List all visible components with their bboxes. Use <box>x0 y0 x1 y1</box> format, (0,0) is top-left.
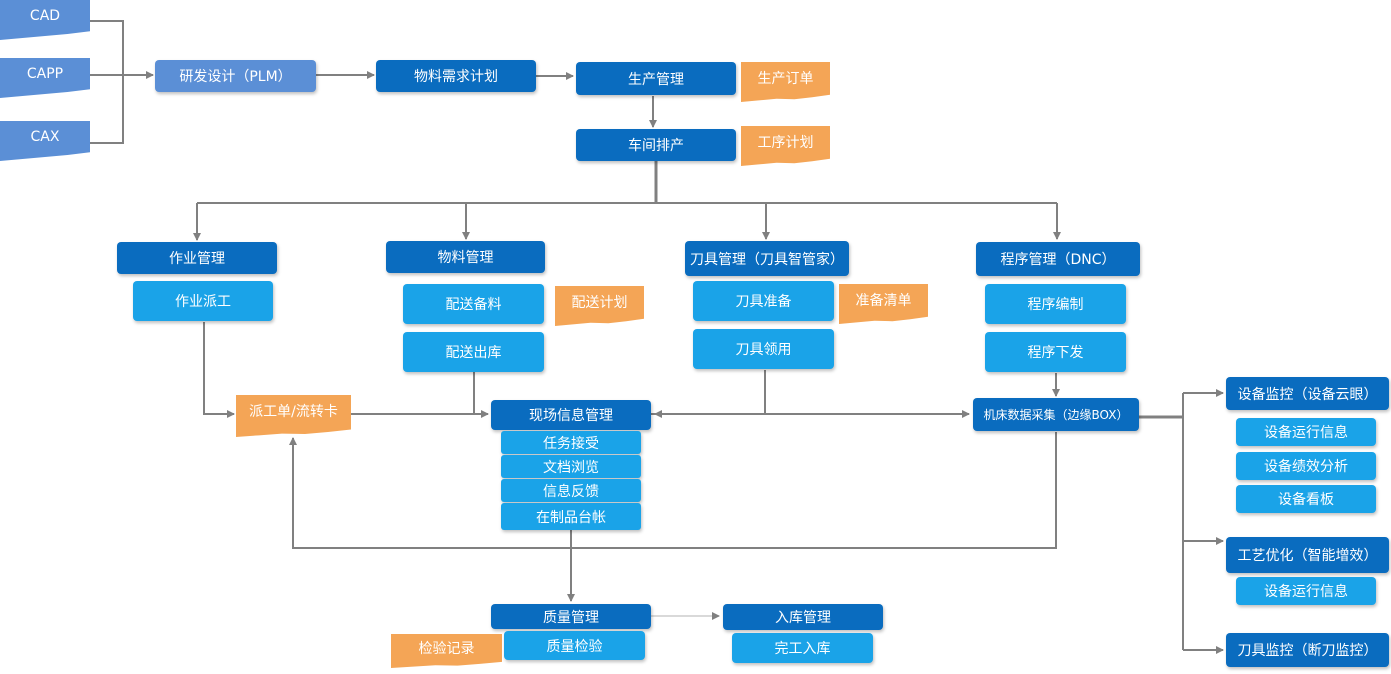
tool-prep-item: 刀具准备 <box>693 281 834 321</box>
program-release-label: 程序下发 <box>1027 345 1084 361</box>
site-doc-item: 文档浏览 <box>501 455 641 478</box>
equipment-run-label: 设备运行信息 <box>1264 425 1348 441</box>
inspection-record-doc: 检验记录 <box>391 634 502 668</box>
finished-inbound-item: 完工入库 <box>732 633 873 663</box>
process-opt-run-item: 设备运行信息 <box>1236 577 1376 605</box>
production-mgmt-label: 生产管理 <box>628 71 684 88</box>
finished-inbound-label: 完工入库 <box>774 641 831 657</box>
production-order-doc: 生产订单 <box>741 62 830 102</box>
equipment-monitor-header: 设备监控（设备云眼） <box>1226 377 1389 410</box>
machine-data-label: 机床数据采集（边缘BOX） <box>983 408 1129 422</box>
tool-requisition-label: 刀具领用 <box>735 342 792 358</box>
cax-label: CAX <box>30 129 60 145</box>
site-wip-item: 在制品台帐 <box>501 503 641 530</box>
cad-source: CAD <box>0 0 90 40</box>
delivery-plan-doc: 配送计划 <box>555 286 644 326</box>
connector-cad-cax <box>90 20 124 144</box>
production-order-label: 生产订单 <box>757 71 814 87</box>
material-mgmt-title: 物料管理 <box>437 250 494 266</box>
tool-mgmt-title: 刀具管理（刀具智管家） <box>690 251 844 268</box>
capp-label: CAPP <box>26 66 64 82</box>
inspection-record-label: 检验记录 <box>418 641 475 657</box>
tool-prep-label: 刀具准备 <box>735 294 792 310</box>
cad-label: CAD <box>29 8 61 24</box>
material-outbound-label: 配送出库 <box>445 345 502 361</box>
connector-tool-site <box>654 370 766 418</box>
equipment-perf-item: 设备绩效分析 <box>1236 452 1376 480</box>
mrp-node: 物料需求计划 <box>376 60 536 92</box>
program-release-item: 程序下发 <box>985 332 1126 372</box>
material-prep-label: 配送备料 <box>445 297 502 313</box>
process-plan-label: 工序计划 <box>757 135 814 151</box>
material-mgmt-header: 物料管理 <box>386 241 545 273</box>
program-mgmt-header: 程序管理（DNC） <box>976 242 1140 276</box>
process-plan-doc: 工序计划 <box>741 126 830 166</box>
process-opt-header: 工艺优化（智能增效） <box>1226 537 1389 573</box>
site-info-title: 现场信息管理 <box>529 408 613 424</box>
job-mgmt-title: 作业管理 <box>169 251 225 267</box>
production-mgmt-node: 生产管理 <box>576 62 736 95</box>
delivery-plan-label: 配送计划 <box>571 295 628 311</box>
dispatch-card-doc: 派工单/流转卡 <box>236 395 351 437</box>
site-task-label: 任务接受 <box>543 435 599 452</box>
plm-node: 研发设计（PLM） <box>155 60 316 92</box>
workshop-scheduling-label: 车间排产 <box>628 138 684 154</box>
site-feedback-label: 信息反馈 <box>543 483 599 500</box>
job-dispatch-item: 作业派工 <box>133 281 273 321</box>
machine-data-node: 机床数据采集（边缘BOX） <box>973 398 1139 431</box>
site-wip-label: 在制品台帐 <box>536 509 606 526</box>
process-opt-title: 工艺优化（智能增效） <box>1237 548 1378 564</box>
warehouse-mgmt-header: 入库管理 <box>723 604 883 630</box>
mrp-label: 物料需求计划 <box>414 69 498 85</box>
quality-mgmt-title: 质量管理 <box>543 609 599 626</box>
warehouse-mgmt-title: 入库管理 <box>775 610 831 626</box>
prep-list-doc: 准备清单 <box>839 284 928 324</box>
workshop-scheduling-node: 车间排产 <box>576 129 736 161</box>
dispatch-card-label: 派工单/流转卡 <box>249 404 338 420</box>
quality-inspect-label: 质量检验 <box>546 638 603 655</box>
equipment-perf-label: 设备绩效分析 <box>1264 459 1348 475</box>
tool-monitor-header: 刀具监控（断刀监控） <box>1226 633 1389 667</box>
prep-list-label: 准备清单 <box>855 293 912 309</box>
program-mgmt-title: 程序管理（DNC） <box>1000 252 1116 268</box>
tool-monitor-title: 刀具监控（断刀监控） <box>1237 643 1378 659</box>
material-prep-item: 配送备料 <box>403 284 544 324</box>
site-feedback-item: 信息反馈 <box>501 479 641 502</box>
equipment-monitor-title: 设备监控（设备云眼） <box>1237 386 1378 403</box>
job-dispatch-label: 作业派工 <box>175 294 231 310</box>
process-opt-run-label: 设备运行信息 <box>1264 584 1348 600</box>
tool-requisition-item: 刀具领用 <box>693 329 834 369</box>
connector-dispatch-doc <box>203 322 235 418</box>
site-info-header: 现场信息管理 <box>491 400 651 430</box>
material-outbound-item: 配送出库 <box>403 332 544 372</box>
equipment-board-item: 设备看板 <box>1236 485 1376 513</box>
plm-label: 研发设计（PLM） <box>179 69 292 85</box>
connector-feedback-loop <box>289 432 1057 549</box>
equipment-board-label: 设备看板 <box>1278 492 1334 508</box>
quality-inspect-item: 质量检验 <box>504 631 645 660</box>
equipment-run-item: 设备运行信息 <box>1236 418 1376 446</box>
site-task-item: 任务接受 <box>501 431 641 454</box>
quality-mgmt-header: 质量管理 <box>491 604 651 629</box>
site-doc-label: 文档浏览 <box>543 459 599 476</box>
tool-mgmt-header: 刀具管理（刀具智管家） <box>685 241 849 276</box>
program-compile-label: 程序编制 <box>1027 297 1084 313</box>
program-compile-item: 程序编制 <box>985 284 1126 324</box>
job-mgmt-header: 作业管理 <box>117 242 277 274</box>
